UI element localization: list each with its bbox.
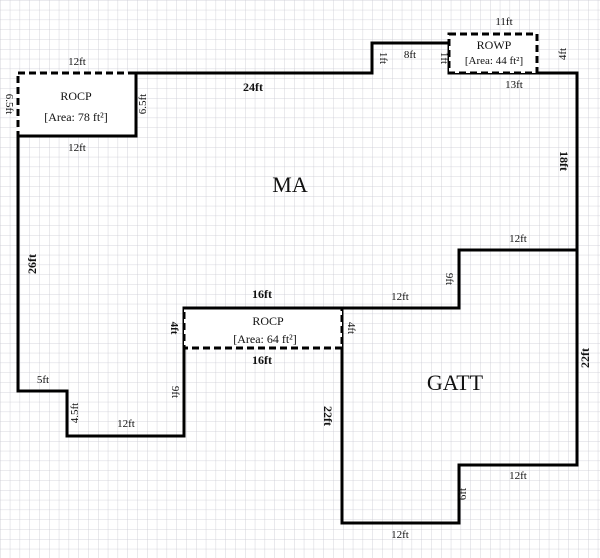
rowp-room xyxy=(447,32,539,75)
dim-label: 6ft xyxy=(457,488,469,500)
dim-label: 22ft xyxy=(578,348,592,368)
dim-label: 6.5ft xyxy=(137,94,149,114)
dim-label: 12ft xyxy=(68,142,86,154)
dim-label: 1ft xyxy=(438,52,450,64)
rocp-top-room xyxy=(16,71,138,138)
dim-label: 12ft xyxy=(509,233,527,245)
dim-label: 4ft xyxy=(345,322,357,334)
dim-label: 9ft xyxy=(443,273,455,285)
rowp-area: [Area: 44 ft²] xyxy=(465,55,523,67)
dim-label: 5ft xyxy=(37,374,49,386)
dim-label: 13ft xyxy=(505,79,523,91)
dim-label: 26ft xyxy=(25,254,39,274)
dim-label: 16ft xyxy=(252,287,272,301)
ma-outline xyxy=(16,41,579,525)
dim-label: 6.5ft xyxy=(3,94,15,114)
dim-label: 12ft xyxy=(68,56,86,68)
dim-label: 24ft xyxy=(243,80,263,94)
dim-label: 12ft xyxy=(117,418,135,430)
rowp-name: ROWP xyxy=(477,38,512,52)
dim-label: 22ft xyxy=(321,406,335,426)
rocp-top-area: [Area: 78 ft²] xyxy=(44,110,108,124)
dim-label: 12ft xyxy=(391,529,409,541)
dim-label: 1ft xyxy=(377,52,389,64)
dim-label: 8ft xyxy=(404,49,416,61)
rocp-top-name: ROCP xyxy=(60,89,92,103)
room-label-gatt: GATT xyxy=(427,370,484,395)
dim-label: 4ft xyxy=(168,322,180,335)
room-label-ma: MA xyxy=(272,172,308,197)
rocp-mid-name: ROCP xyxy=(252,314,284,328)
dim-label: 9ft xyxy=(169,386,181,398)
rocp-mid-room xyxy=(182,306,344,350)
rocp-mid-area: [Area: 64 ft²] xyxy=(233,332,297,346)
dim-label: 11ft xyxy=(495,16,512,28)
dim-label: 18ft xyxy=(557,151,571,171)
dim-label: 4ft xyxy=(557,48,569,60)
dim-label: 12ft xyxy=(509,470,527,482)
dim-label: 12ft xyxy=(391,291,409,303)
ledge-wall xyxy=(340,248,579,310)
dim-label: 16ft xyxy=(252,353,272,367)
dim-label: 4.5ft xyxy=(69,403,81,423)
